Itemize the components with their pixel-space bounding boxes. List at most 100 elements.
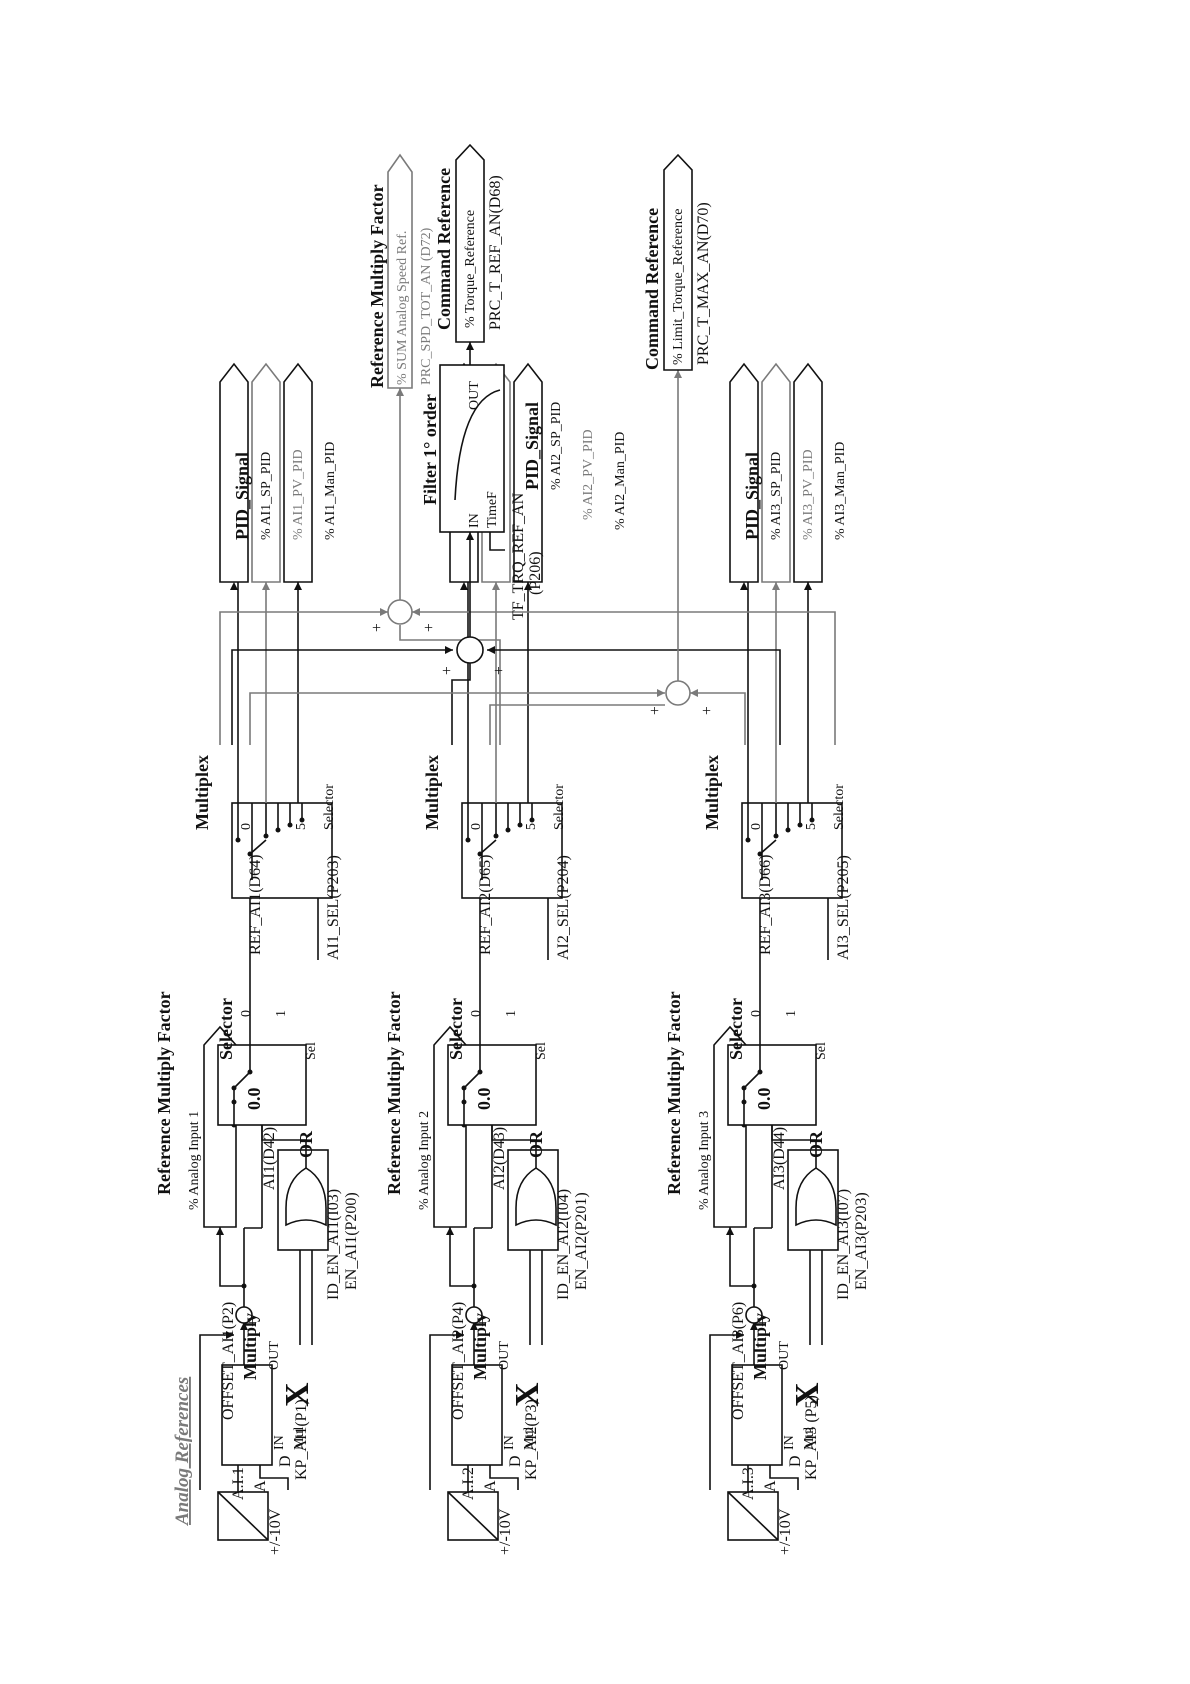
- kp-param: KP_AI1(P1): [293, 1399, 310, 1480]
- summer-limit-circle: [665, 680, 691, 706]
- rmf-label: % Analog Input 1: [187, 1111, 202, 1210]
- multiplex-5: 5: [524, 823, 539, 830]
- multiply-in: IN: [502, 1435, 517, 1450]
- multiply-in: IN: [272, 1435, 287, 1450]
- ai-signal: AI2(D43): [491, 1127, 508, 1190]
- en-param: EN_AI1(P200): [343, 1192, 360, 1290]
- filter-out: OUT: [467, 381, 482, 410]
- range-label: +/-10V: [267, 1508, 284, 1555]
- output-speed-label: % SUM Analog Speed Ref.: [395, 231, 410, 385]
- multiplex-title: Multiplex: [422, 755, 442, 830]
- zero-input: 0.0: [244, 1088, 264, 1111]
- ref-signal: REF_AI1(D64): [247, 855, 264, 955]
- selector-1: 1: [784, 1010, 799, 1017]
- channel-ai3-labels: A.I.3 +/-10V A D KP_AI3 (P5) OFFSET_AI3(…: [664, 442, 870, 1555]
- output-limit-title: Command Reference: [642, 208, 662, 370]
- selector-sel: Sel: [304, 1042, 319, 1060]
- multiply-title: Multiply: [750, 1313, 770, 1380]
- multiplex-title: Multiplex: [192, 755, 212, 830]
- range-label: +/-10V: [497, 1508, 514, 1555]
- adc-a-label: A: [482, 1480, 499, 1492]
- output-torque-code: PRC_T_REF_AN(D68): [487, 175, 504, 330]
- multiply-x-icon: X: [279, 1382, 316, 1407]
- offset-param: OFFSET_AI2(P4): [450, 1302, 467, 1420]
- multiplex-5: 5: [804, 823, 819, 830]
- id-en-param: ID_EN_AI3(I07): [835, 1189, 852, 1300]
- or-label: OR: [296, 1130, 316, 1158]
- rmf-label: % Analog Input 3: [697, 1111, 712, 1210]
- pid-man-label: % AI2_Man_PID: [613, 432, 628, 530]
- pid-man-label: % AI1_Man_PID: [323, 442, 338, 540]
- summer-speed-circle: [387, 599, 413, 625]
- selector-param: AI2_SEL(P204): [555, 855, 572, 960]
- selector-title: Selector: [726, 998, 746, 1060]
- ai-signal: AI1(D42): [261, 1127, 278, 1190]
- en-param: EN_AI2(P201): [573, 1192, 590, 1290]
- multiply-mul: Mul: [522, 1427, 537, 1450]
- selector-param: AI1_SEL(P203): [325, 855, 342, 960]
- output-torque-title: Command Reference: [434, 168, 454, 330]
- pid-pv-label: % AI2_PV_PID: [581, 429, 596, 520]
- rmf-title: Reference Multiply Factor: [154, 991, 174, 1195]
- pid-pv-label: % AI1_PV_PID: [291, 449, 306, 540]
- output-limit: Command Reference % Limit_Torque_Referen…: [642, 153, 712, 371]
- ref-signal: REF_AI3(D66): [757, 855, 774, 955]
- or-label: OR: [526, 1130, 546, 1158]
- summer-limit: + +: [249, 370, 746, 745]
- adc-d-label: D: [507, 1455, 524, 1467]
- filter-title: Filter 1° order: [420, 394, 440, 505]
- rmf-label: % Analog Input 2: [417, 1111, 432, 1210]
- multiply-x-icon: X: [509, 1382, 546, 1407]
- pid-pv-label: % AI3_PV_PID: [801, 449, 816, 540]
- selector-0: 0: [239, 1010, 254, 1017]
- multiply-mul: Mul: [292, 1427, 307, 1450]
- summer-torque-circle: [456, 636, 484, 664]
- page-title: Analog References: [172, 1377, 193, 1526]
- sum-plus: +: [245, 1318, 262, 1327]
- filter-param: TF_TRQ_REF_AN: [510, 492, 527, 620]
- selector-sel: Sel: [534, 1042, 549, 1060]
- multiply-title: Multiply: [240, 1313, 260, 1380]
- channel-ai2-labels: A.I.2 +/-10V A D KP_AI2(P3) OFFSET_AI2(P…: [384, 402, 628, 1555]
- selector-title: Selector: [446, 998, 466, 1060]
- multiplex-selector: Selector: [832, 784, 847, 830]
- ref-signal: REF_AI2(D65): [477, 855, 494, 955]
- filter-param-code: (P206): [527, 551, 544, 595]
- id-en-param: ID_EN_AI1(I03): [325, 1189, 342, 1300]
- ai-label: A.I.2: [460, 1467, 477, 1500]
- multiplex-selector: Selector: [552, 784, 567, 830]
- output-torque-label: % Torque_Reference: [463, 210, 478, 328]
- summer-speed-plus-right: +: [424, 620, 433, 637]
- rmf-title: Reference Multiply Factor: [384, 991, 404, 1195]
- summer-torque-plus-right: +: [494, 663, 503, 680]
- selector-sel: Sel: [814, 1042, 829, 1060]
- pid-sp-label: % AI2_SP_PID: [549, 402, 564, 490]
- summer-limit-plus-right: +: [702, 703, 711, 720]
- multiplex-5: 5: [294, 823, 309, 830]
- filter-block: Filter 1° order IN TimeF OUT TF_TRQ_REF_…: [420, 342, 544, 620]
- output-speed-title: Reference Multiply Factor: [367, 184, 387, 388]
- filter-in: IN: [467, 513, 482, 528]
- adc-a-label: A: [762, 1480, 779, 1492]
- zero-input: 0.0: [754, 1088, 774, 1111]
- id-en-param: ID_EN_AI2(I04): [555, 1189, 572, 1300]
- selector-0: 0: [469, 1010, 484, 1017]
- multiply-out: OUT: [497, 1341, 512, 1370]
- summer-speed-plus-left: +: [372, 620, 381, 637]
- multiplex-0: 0: [749, 823, 764, 830]
- pid-man-label: % AI3_Man_PID: [833, 442, 848, 540]
- pid-sp-label: % AI3_SP_PID: [769, 452, 784, 540]
- summer-torque: + +: [231, 532, 781, 745]
- adc-a-label: A: [252, 1480, 269, 1492]
- selector-0: 0: [749, 1010, 764, 1017]
- sum-plus: +: [755, 1318, 772, 1327]
- rmf-title: Reference Multiply Factor: [664, 991, 684, 1195]
- multiply-in: IN: [782, 1435, 797, 1450]
- or-label: OR: [806, 1130, 826, 1158]
- multiplex-0: 0: [469, 823, 484, 830]
- offset-param: OFFSET_AI3(P6): [730, 1302, 747, 1420]
- output-speed: Reference Multiply Factor % SUM Analog S…: [367, 153, 434, 389]
- kp-param: KP_AI3 (P5): [803, 1395, 820, 1480]
- multiply-x-icon: X: [789, 1382, 826, 1407]
- adc-d-label: D: [277, 1455, 294, 1467]
